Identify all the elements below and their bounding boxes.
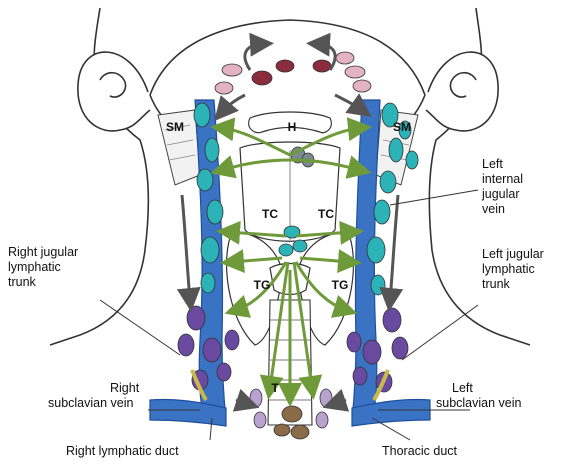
callout-line: Left xyxy=(452,381,473,395)
callout-line: internal xyxy=(482,172,523,186)
callout-line: Left jugular xyxy=(482,247,544,261)
callout-line: trunk xyxy=(482,277,511,291)
label-sm-left: SM xyxy=(393,120,411,134)
label-thyroid-gland-left: TG xyxy=(254,278,271,292)
submental-lymph-nodes xyxy=(215,52,371,94)
label-sm-right: SM xyxy=(166,120,184,134)
callout-line: trunk xyxy=(8,275,37,289)
label-thyroid-cartilage-right: TC xyxy=(318,207,334,221)
callout-line: subclavian vein xyxy=(48,396,134,410)
callout-left-internal-jugular-vein: Left internal jugular vein xyxy=(481,157,526,216)
label-hyoid: H xyxy=(288,120,297,134)
callout-line: Right xyxy=(110,381,140,395)
callout-left-subclavian-vein: Left subclavian vein xyxy=(436,381,522,410)
callout-line: vein xyxy=(482,202,505,216)
left-ear xyxy=(426,52,498,131)
label-trachea: T xyxy=(271,381,279,395)
callout-right-lymphatic-duct: Right lymphatic duct xyxy=(66,444,179,458)
callout-right-jugular-lymphatic-trunk: Right jugular lymphatic trunk xyxy=(8,245,82,289)
callout-left-jugular-lymphatic-trunk: Left jugular lymphatic trunk xyxy=(482,247,547,291)
callout-right-subclavian-vein: Right subclavian vein xyxy=(48,381,143,410)
label-thyroid-gland-right: TG xyxy=(332,278,349,292)
callout-line: subclavian vein xyxy=(436,396,522,410)
callout-line: lymphatic xyxy=(8,260,61,274)
callout-line: jugular xyxy=(481,187,520,201)
right-ear xyxy=(78,52,150,131)
label-thyroid-cartilage-left: TC xyxy=(262,207,278,221)
callout-thoracic-duct: Thoracic duct xyxy=(382,444,458,458)
callout-line: Right jugular xyxy=(8,245,78,259)
callout-line: Left xyxy=(482,157,503,171)
callout-line: lymphatic xyxy=(482,262,535,276)
